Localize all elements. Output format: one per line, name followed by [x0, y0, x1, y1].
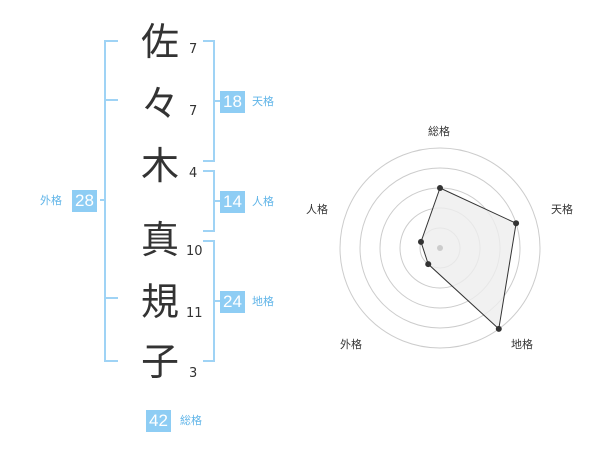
jinkaku-label: 人格: [252, 195, 274, 208]
radar-ring-5: [339, 147, 541, 349]
jinkaku-value-badge: 14: [220, 191, 245, 213]
chikaku-value-badge: 24: [220, 291, 245, 313]
name-char-6: 子: [140, 340, 179, 384]
radar-series-polygon: [420, 187, 517, 330]
tenkaku-bracket-tick: [213, 100, 220, 102]
stroke-count-1: 7: [189, 42, 198, 57]
gaikaku-bracket: [104, 40, 118, 362]
gaikaku-bracket-tick: [100, 199, 106, 201]
name-char-2: 々: [140, 82, 179, 126]
stroke-count-3: 4: [189, 166, 198, 181]
radar-ring-4: [359, 167, 521, 329]
name-char-5: 規: [140, 280, 179, 324]
stroke-count-2: 7: [189, 104, 198, 119]
radar-axis-label-gaikaku: 外格: [340, 338, 362, 351]
tenkaku-label: 天格: [252, 95, 274, 108]
stroke-count-6: 3: [189, 366, 198, 381]
gaikaku-label: 外格: [40, 194, 62, 207]
bracket-notch-2: [104, 297, 118, 299]
radar-point-1: [437, 185, 443, 191]
chikaku-label: 地格: [252, 295, 274, 308]
gaikaku-value-badge: 28: [72, 190, 97, 212]
jinkaku-bracket-tick: [213, 200, 220, 202]
bracket-notch-1: [104, 99, 118, 101]
name-char-4: 真: [140, 218, 179, 262]
radar-axis-label-soukaku: 総格: [428, 125, 450, 138]
radar-axis-label-jinkaku: 人格: [306, 203, 328, 216]
radar-point-5: [417, 238, 424, 245]
name-char-1: 佐: [140, 20, 179, 64]
radar-point-4: [425, 261, 432, 268]
soukaku-value-badge: 42: [146, 410, 171, 432]
tenkaku-value-badge: 18: [220, 91, 245, 113]
name-char-3: 木: [140, 144, 179, 188]
radar-point-2: [513, 220, 520, 227]
soukaku-label: 総格: [180, 414, 202, 427]
radar-axis-label-tenkaku: 天格: [551, 203, 573, 216]
radar-center-point: [437, 245, 443, 251]
radar-axis-label-chikaku: 地格: [511, 338, 533, 351]
chikaku-bracket-tick: [213, 300, 220, 302]
stroke-count-4: 10: [186, 244, 203, 259]
stroke-count-5: 11: [186, 306, 203, 321]
radar-point-3: [495, 325, 502, 332]
